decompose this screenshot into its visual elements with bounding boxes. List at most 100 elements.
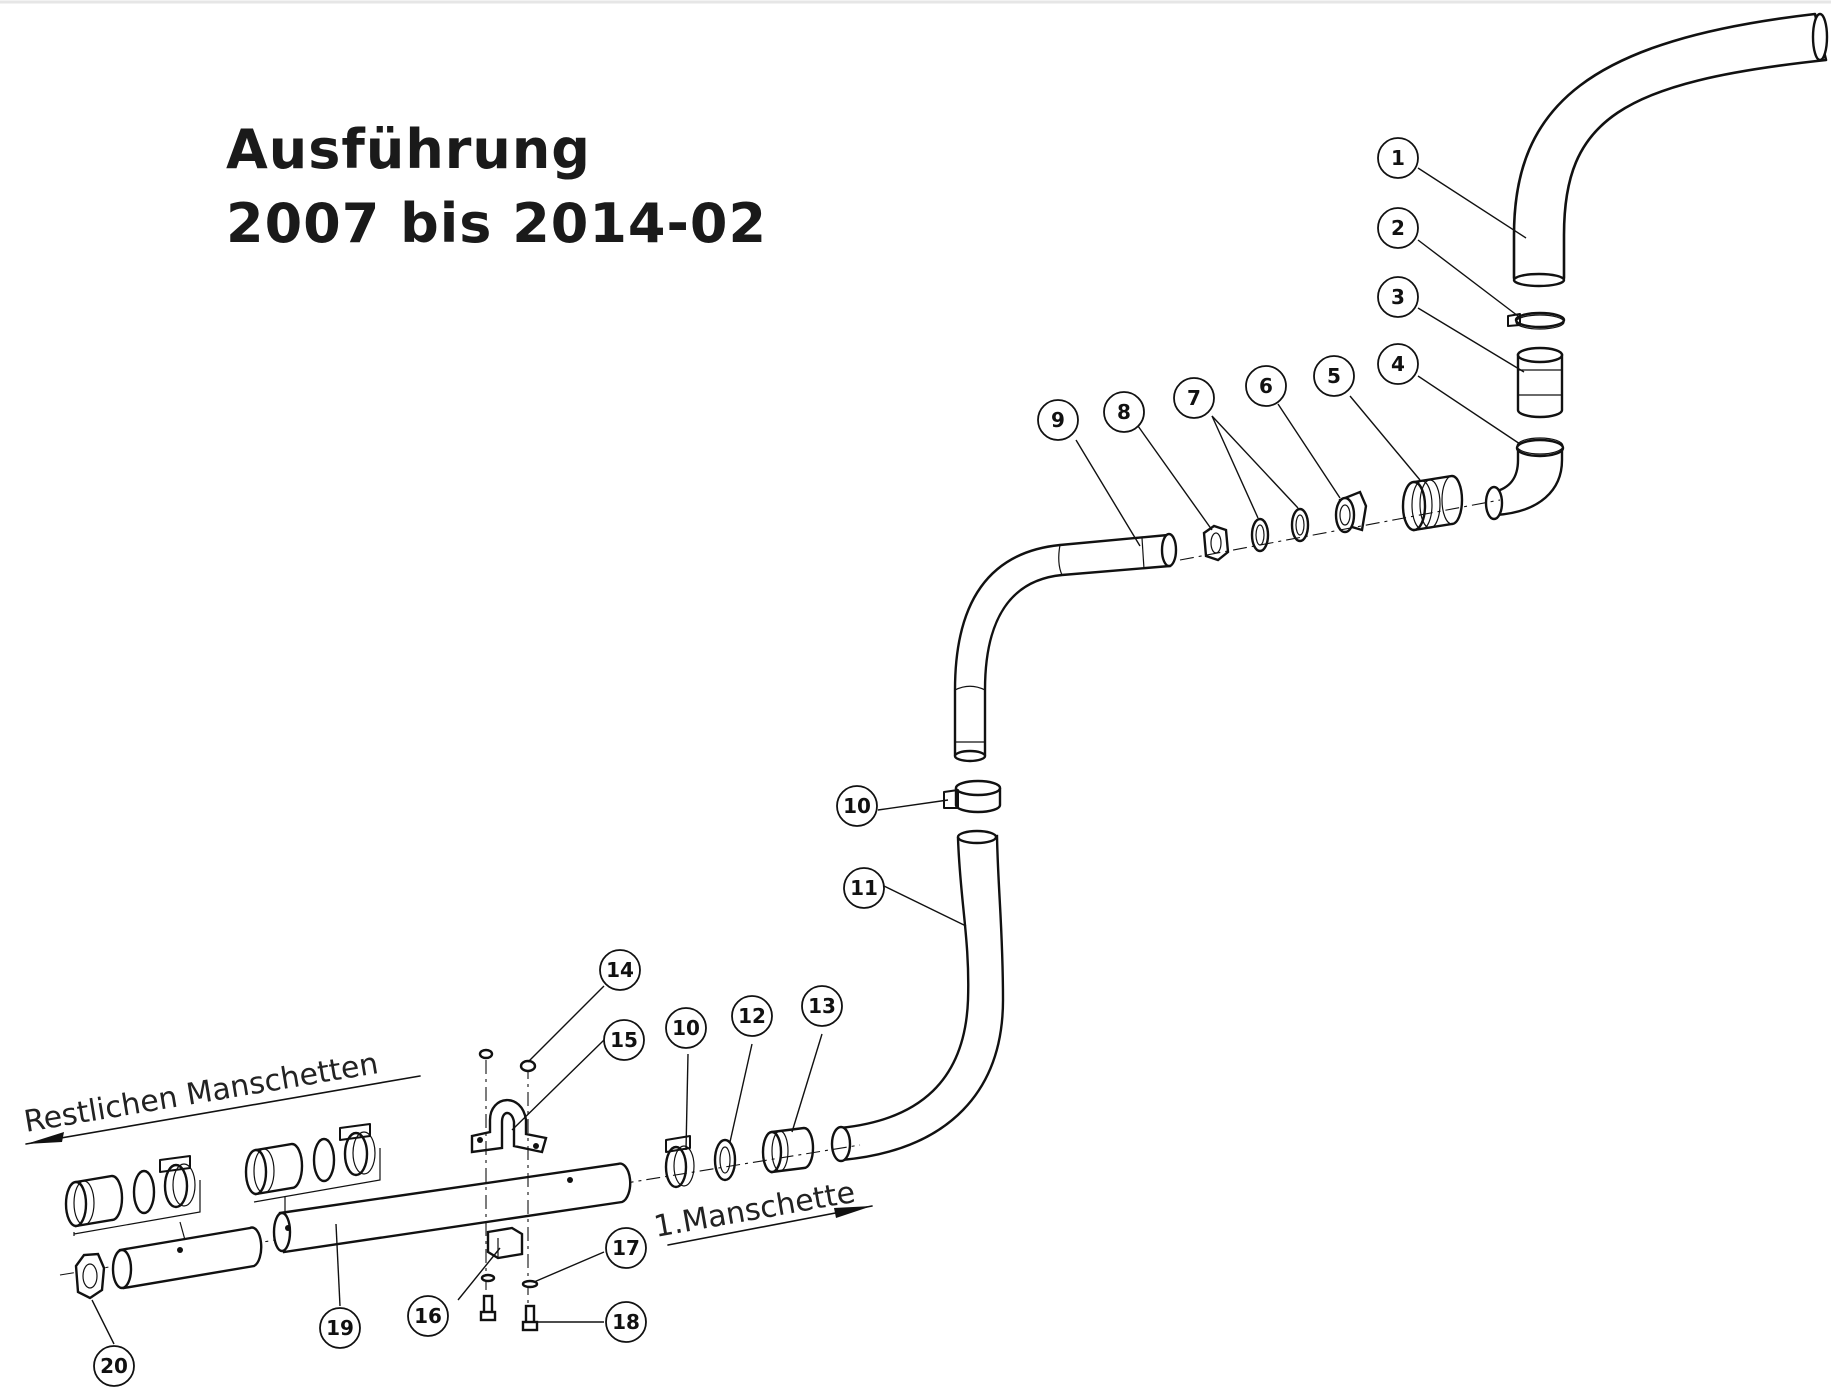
callout-16: 16	[407, 1295, 449, 1337]
callout-11: 11	[843, 867, 885, 909]
callout-circle	[407, 1295, 449, 1337]
callout-10: 10	[836, 785, 878, 827]
arrow-remaining-sleeves	[25, 1075, 421, 1145]
arrow-first-sleeve	[667, 1205, 873, 1246]
part-10-hose-clamp-lower	[664, 1135, 695, 1189]
callout-circle	[1103, 391, 1145, 433]
callout-label: 17	[612, 1236, 640, 1260]
part-14-nut-right	[519, 1059, 537, 1073]
callout-circle	[1377, 137, 1419, 179]
part-12-ring	[713, 1138, 737, 1182]
part-19-short-tube	[111, 1226, 263, 1290]
callout-circle	[605, 1301, 647, 1343]
callout-circle	[319, 1307, 361, 1349]
callout-8: 8	[1103, 391, 1145, 433]
note-remaining-sleeves: Restlichen Manschetten	[22, 1046, 381, 1140]
callout-6: 6	[1245, 365, 1287, 407]
callout-circle	[801, 985, 843, 1027]
callout-3: 3	[1377, 276, 1419, 318]
callout-label: 1	[1391, 146, 1405, 170]
callout-circle	[1313, 355, 1355, 397]
callout-7: 7	[1173, 377, 1215, 419]
callout-circle	[605, 1227, 647, 1269]
part-17-washer-right	[521, 1279, 539, 1289]
callout-label: 18	[612, 1310, 640, 1334]
title-line-version: Ausführung	[226, 118, 591, 181]
sleeve-group-left	[64, 1155, 201, 1241]
part-3-sleeve	[1516, 346, 1564, 419]
callout-5: 5	[1313, 355, 1355, 397]
part-9-middle-bent-tube	[953, 532, 1178, 763]
part-7-ring-b	[1250, 517, 1270, 553]
callout-circle	[93, 1345, 135, 1387]
callout-circle	[1037, 399, 1079, 441]
callout-label: 10	[843, 794, 871, 818]
part-13-sleeve	[761, 1126, 815, 1174]
title-line-date-range: 2007 bis 2014-02	[226, 192, 768, 255]
callout-14: 14	[599, 949, 641, 991]
callout-label: 12	[738, 1004, 766, 1028]
part-17-washer-left	[480, 1273, 496, 1283]
center-line-upper	[1179, 499, 1501, 561]
part-1-upper-bent-tube	[1512, 12, 1829, 288]
part-10-hose-clamp-upper	[943, 779, 1002, 814]
callout-4: 4	[1377, 343, 1419, 385]
callout-label: 13	[808, 994, 836, 1018]
part-18-bolt-right	[521, 1304, 539, 1332]
callout-circle	[599, 949, 641, 991]
part-11-lower-bent-tube	[830, 829, 1005, 1163]
callout-circle	[1377, 276, 1419, 318]
callout-label: 3	[1391, 285, 1405, 309]
part-6-threaded-collar	[1334, 490, 1368, 534]
callout-12: 12	[731, 995, 773, 1037]
callout-circle	[1377, 207, 1419, 249]
callout-13: 13	[801, 985, 843, 1027]
callout-10: 10	[665, 1007, 707, 1049]
callout-circle	[843, 867, 885, 909]
callout-circle	[1245, 365, 1287, 407]
callout-circle	[836, 785, 878, 827]
part-5-coupling	[1401, 474, 1464, 532]
callout-circle	[665, 1007, 707, 1049]
callout-label: 4	[1391, 352, 1405, 376]
callout-circle	[603, 1019, 645, 1061]
callout-label: 5	[1327, 364, 1341, 388]
callout-circle	[1377, 343, 1419, 385]
callout-circle	[1173, 377, 1215, 419]
part-7-ring-a-inner	[1295, 514, 1305, 536]
part-12-ring-inner	[719, 1146, 731, 1174]
callout-label: 10	[672, 1016, 700, 1040]
callout-1: 1	[1377, 137, 1419, 179]
part-20-end-nut	[74, 1252, 106, 1300]
callout-17: 17	[605, 1227, 647, 1269]
callout-label: 6	[1259, 374, 1273, 398]
callout-9: 9	[1037, 399, 1079, 441]
callout-label: 9	[1051, 408, 1065, 432]
callout-label: 16	[414, 1304, 442, 1328]
callout-label: 8	[1117, 400, 1131, 424]
callout-label: 2	[1391, 216, 1405, 240]
part-8-hex-nut	[1202, 524, 1230, 562]
callout-15: 15	[603, 1019, 645, 1061]
callout-label: 15	[610, 1028, 638, 1052]
callout-circle	[731, 995, 773, 1037]
callout-label: 11	[850, 876, 878, 900]
callout-label: 19	[326, 1316, 354, 1340]
part-2-hose-clamp	[1507, 311, 1566, 330]
leader-lines	[91, 167, 1527, 1345]
callout-label: 14	[606, 958, 634, 982]
part-16-clamp-block	[486, 1226, 524, 1260]
part-4-elbow	[1484, 437, 1565, 521]
part-18-bolt-left	[479, 1294, 497, 1322]
callout-18: 18	[605, 1301, 647, 1343]
part-19-straight-tube	[272, 1162, 632, 1254]
sleeve-group-middle	[244, 1123, 381, 1212]
callout-19: 19	[319, 1307, 361, 1349]
callout-20: 20	[93, 1345, 135, 1387]
callout-label: 20	[100, 1354, 128, 1378]
part-14-nut-left	[478, 1048, 494, 1060]
part-7-ring-a	[1290, 507, 1310, 543]
